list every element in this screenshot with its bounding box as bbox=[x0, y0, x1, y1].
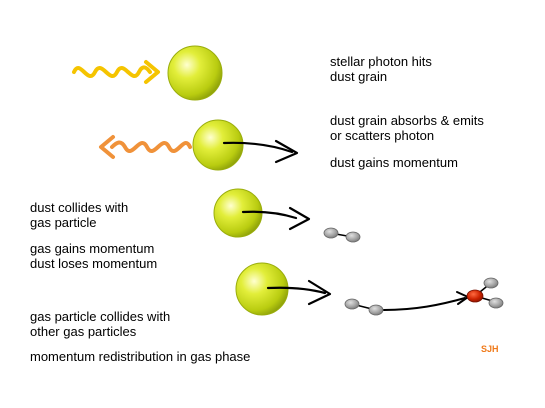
step3-collision-label: dust collides with gas particle bbox=[30, 200, 129, 230]
step4-redistribution-label: momentum redistribution in gas phase bbox=[30, 349, 251, 364]
dust-grain-icon bbox=[167, 45, 223, 101]
incoming-photon-icon bbox=[72, 60, 160, 84]
gas-momentum-arrow-icon bbox=[383, 291, 469, 311]
author-logo: SJH bbox=[481, 344, 499, 354]
step1-label: stellar photon hits dust grain bbox=[330, 54, 432, 84]
dust-grain-icon bbox=[213, 188, 263, 238]
dust-grain-icon bbox=[235, 262, 289, 316]
gas-molecule-icon bbox=[323, 227, 361, 243]
struck-gas-cluster-icon bbox=[466, 277, 504, 309]
step4-collision-label: gas particle collides with other gas par… bbox=[30, 309, 171, 339]
momentum-arrow-icon bbox=[266, 279, 332, 306]
scattered-photon-icon bbox=[99, 135, 192, 159]
dust-grain-icon bbox=[192, 119, 244, 171]
momentum-arrow-icon bbox=[241, 206, 311, 231]
step2-absorb-label: dust grain absorbs & emits or scatters p… bbox=[330, 113, 484, 143]
step2-momentum-label: dust gains momentum bbox=[330, 155, 458, 170]
gas-molecule-icon bbox=[344, 298, 384, 316]
step3-momentum-label: gas gains momentum dust loses momentum bbox=[30, 241, 158, 271]
momentum-arrow-icon bbox=[222, 139, 299, 164]
